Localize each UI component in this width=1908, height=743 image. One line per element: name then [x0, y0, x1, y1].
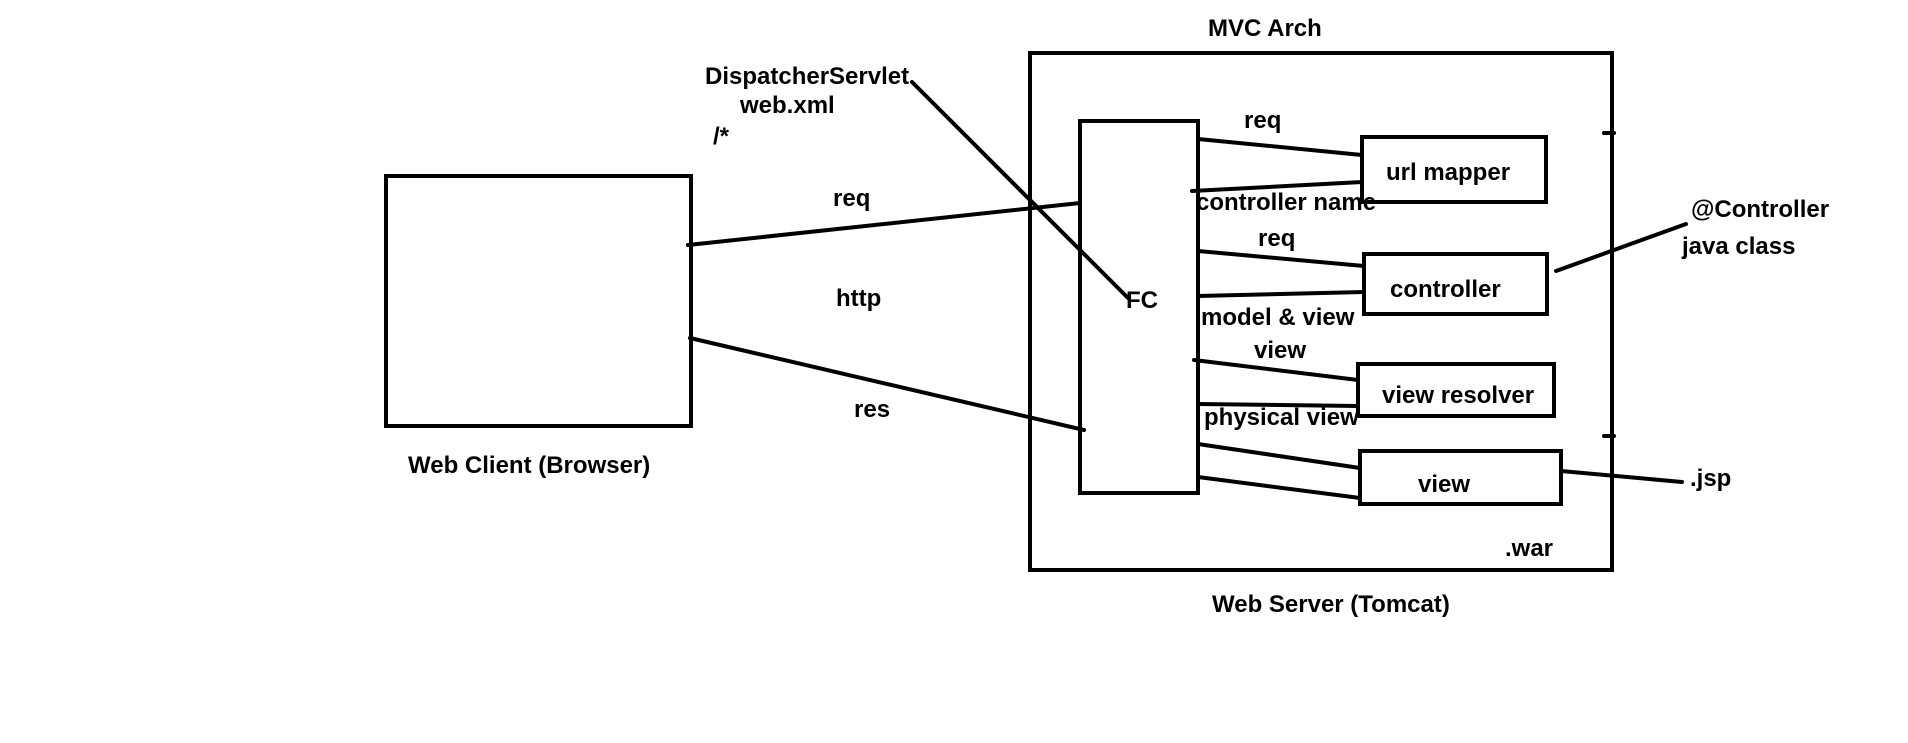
mapper-response-label: controller name: [1196, 189, 1376, 216]
mapper-response-line: [1190, 180, 1364, 193]
controller-box: [1362, 252, 1549, 316]
view-resolver-box: [1356, 362, 1556, 418]
view-line-bottom: [1196, 475, 1362, 500]
web-server-box: [1028, 51, 1614, 572]
view-line-top: [1196, 442, 1362, 470]
controller-response-line: [1196, 290, 1366, 298]
jsp-label: .jsp: [1690, 465, 1731, 492]
resolver-response-label: physical view: [1204, 404, 1359, 431]
view-label: view: [1418, 471, 1470, 498]
web-client-label: Web Client (Browser): [408, 452, 650, 479]
client-request-label: req: [833, 185, 870, 212]
front-controller-box: [1078, 119, 1200, 495]
web-server-label: Web Server (Tomcat): [1212, 591, 1450, 618]
client-response-line: [688, 336, 1086, 432]
mapper-request-line: [1196, 137, 1364, 157]
front-controller-label: FC: [1126, 287, 1158, 314]
url-mapper-box: [1360, 135, 1548, 204]
view-box: [1358, 449, 1563, 506]
war-label: .war: [1505, 535, 1553, 562]
resolver-request-line: [1192, 358, 1360, 382]
controller-request-line: [1196, 249, 1366, 268]
controller-label: controller: [1390, 276, 1501, 303]
client-response-label: res: [854, 396, 890, 423]
url-pattern-label: /*: [713, 123, 730, 150]
controller-request-label: req: [1258, 225, 1295, 252]
web-xml-label: web.xml: [739, 92, 835, 119]
java-class-label: java class: [1681, 233, 1795, 260]
jsp-pointer: [1559, 469, 1684, 484]
web-client-box: [384, 174, 693, 428]
client-protocol-label: http: [836, 285, 881, 312]
resolver-response-line: [1196, 402, 1360, 408]
url-mapper-label: url mapper: [1386, 159, 1510, 186]
view-resolver-label: view resolver: [1382, 382, 1534, 409]
diagram-title: MVC Arch: [1208, 15, 1322, 42]
controller-annotation-label: @Controller: [1691, 196, 1829, 223]
dispatcher-servlet-pointer: [910, 80, 1130, 300]
dispatcher-servlet-label: DispatcherServlet: [705, 63, 909, 90]
resolver-request-label: view: [1254, 337, 1306, 364]
controller-response-label: model & view: [1201, 304, 1355, 331]
controller-annotation-pointer: [1554, 222, 1688, 273]
client-request-line: [686, 201, 1082, 247]
mapper-request-label: req: [1244, 107, 1281, 134]
